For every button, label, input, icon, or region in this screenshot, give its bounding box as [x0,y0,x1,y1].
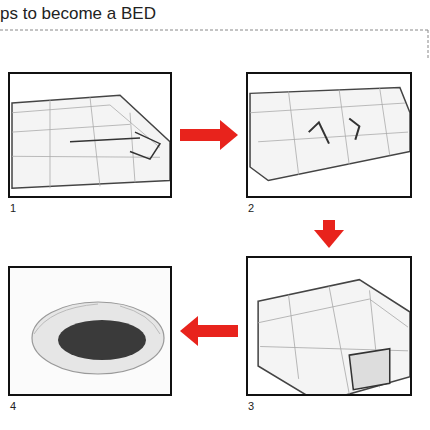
bed-illustration [10,74,170,196]
bed-illustration [248,258,410,394]
step-number: 1 [10,202,16,214]
bed-illustration [248,74,410,196]
step-number: 3 [248,400,254,412]
step-arrow [198,325,238,337]
step-panel: 4 [8,266,172,396]
step-panel: 3 [246,256,412,396]
step-number: 2 [248,202,254,214]
step-panel: 1 [8,72,172,198]
dashed-rule [428,30,429,60]
step-arrow [323,220,335,230]
bed-illustration [10,268,170,394]
dashed-rule [0,30,428,31]
step-arrow [180,129,220,141]
step-panel: 2 [246,72,412,198]
step-number: 4 [10,400,16,412]
page-title: ps to become a BED [0,4,156,24]
